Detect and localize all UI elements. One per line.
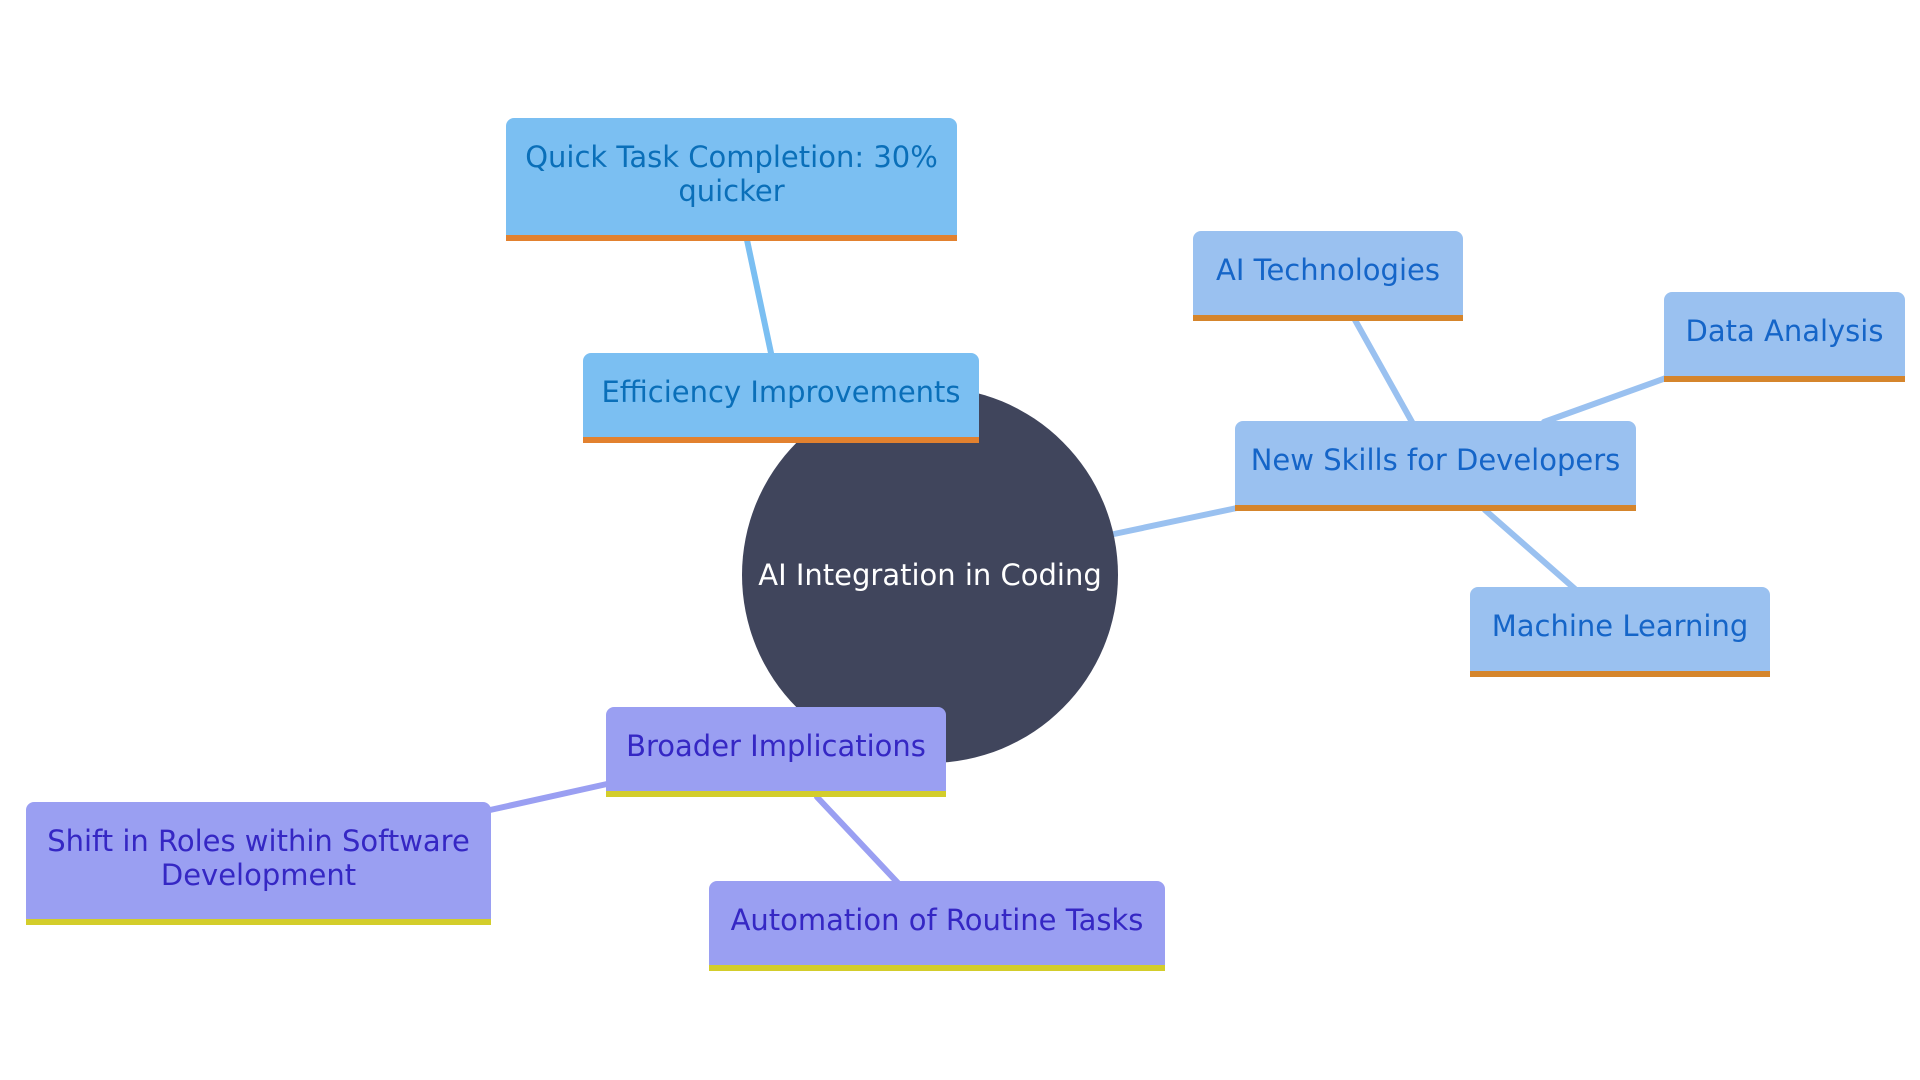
edge-new-skills-to-machine-learning: [1482, 507, 1578, 592]
edge-center-to-new-skills: [1111, 505, 1240, 537]
edge-broader-to-automation: [814, 794, 901, 886]
edge-efficiency-to-quick-task: [744, 237, 774, 356]
node-new-skills-for-developers-label: New Skills for Developers: [1250, 443, 1621, 477]
center-node-label: AI Integration in Coding: [758, 558, 1102, 592]
node-efficiency-improvements[interactable]: Efficiency Improvements: [583, 353, 979, 443]
node-shift-in-roles[interactable]: Shift in Roles within Software Developme…: [26, 802, 491, 925]
edge-new-skills-to-ai-technologies: [1352, 317, 1415, 425]
node-efficiency-improvements-label: Efficiency Improvements: [601, 375, 961, 409]
center-node[interactable]: AI Integration in Coding: [742, 387, 1118, 763]
node-new-skills-for-developers[interactable]: New Skills for Developers: [1235, 421, 1636, 511]
edge-broader-to-shift-roles: [487, 781, 610, 813]
node-automation-of-routine-tasks[interactable]: Automation of Routine Tasks: [709, 881, 1165, 971]
node-data-analysis-label: Data Analysis: [1685, 314, 1884, 348]
node-machine-learning[interactable]: Machine Learning: [1470, 587, 1770, 677]
edge-new-skills-to-data-analysis: [1541, 375, 1669, 425]
node-machine-learning-label: Machine Learning: [1491, 609, 1749, 643]
node-quick-task-completion[interactable]: Quick Task Completion: 30% quicker: [506, 118, 957, 241]
node-data-analysis[interactable]: Data Analysis: [1664, 292, 1905, 382]
node-ai-technologies[interactable]: AI Technologies: [1193, 231, 1463, 321]
node-quick-task-completion-label: Quick Task Completion: 30% quicker: [525, 139, 938, 208]
node-shift-in-roles-label: Shift in Roles within Software Developme…: [47, 823, 470, 892]
node-broader-implications-label: Broader Implications: [626, 729, 926, 763]
node-automation-of-routine-tasks-label: Automation of Routine Tasks: [730, 903, 1144, 937]
node-broader-implications[interactable]: Broader Implications: [606, 707, 946, 797]
node-ai-technologies-label: AI Technologies: [1216, 253, 1440, 287]
